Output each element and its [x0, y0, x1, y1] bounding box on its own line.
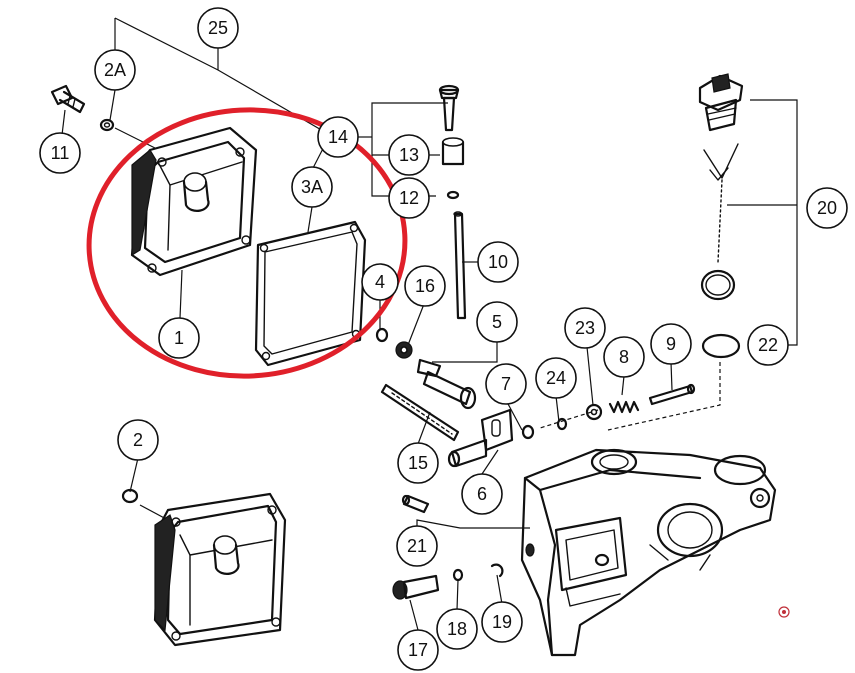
- svg-text:3A: 3A: [301, 177, 323, 197]
- callout-16[interactable]: 16: [404, 265, 446, 307]
- callout-5[interactable]: 5: [476, 301, 518, 343]
- svg-text:25: 25: [208, 18, 228, 38]
- svg-text:22: 22: [758, 335, 778, 355]
- svg-text:11: 11: [51, 143, 70, 163]
- callout-9[interactable]: 9: [650, 323, 692, 365]
- callout-14[interactable]: 14: [317, 116, 359, 158]
- svg-text:1: 1: [174, 328, 184, 348]
- callout-2[interactable]: 2: [117, 419, 159, 461]
- svg-text:19: 19: [492, 612, 512, 632]
- callout-12[interactable]: 12: [388, 177, 430, 219]
- svg-text:8: 8: [619, 347, 629, 367]
- svg-text:12: 12: [399, 188, 419, 208]
- svg-text:24: 24: [546, 368, 566, 388]
- washer-part: [99, 118, 115, 132]
- spring-assembly-part: [556, 383, 696, 431]
- callout-22[interactable]: 22: [747, 324, 789, 366]
- gear-housing-part: [520, 448, 777, 657]
- svg-text:15: 15: [408, 453, 428, 473]
- washer-7-part: [521, 424, 535, 440]
- shaft-part: [416, 358, 477, 410]
- callout-4[interactable]: 4: [361, 263, 399, 301]
- svg-text:17: 17: [408, 640, 428, 660]
- callout-3a[interactable]: 3A: [291, 166, 333, 208]
- gasket-part: [254, 220, 367, 367]
- callout-18[interactable]: 18: [436, 608, 478, 650]
- cover-part-top: [130, 126, 258, 277]
- callout-1[interactable]: 1: [158, 317, 200, 359]
- breather-part: [438, 84, 465, 200]
- callout-10[interactable]: 10: [477, 241, 519, 283]
- callout-2a[interactable]: 2A: [94, 49, 136, 91]
- svg-text:18: 18: [447, 619, 467, 639]
- cover-part-bottom: [121, 488, 287, 647]
- svg-text:16: 16: [415, 276, 435, 296]
- callout-19[interactable]: 19: [481, 601, 523, 643]
- long-rod-part: [380, 383, 460, 442]
- pin-part: [401, 494, 430, 514]
- drain-bolt-part: [392, 563, 504, 600]
- svg-text:9: 9: [666, 334, 676, 354]
- lever-part: [447, 408, 514, 468]
- callout-20[interactable]: 20: [806, 187, 848, 229]
- oring-part: [375, 327, 413, 359]
- svg-text:23: 23: [575, 318, 595, 338]
- callout-21[interactable]: 21: [396, 525, 438, 567]
- leader-lines: [61, 17, 798, 631]
- bolt-part: [50, 84, 86, 114]
- callout-23[interactable]: 23: [564, 307, 606, 349]
- svg-text:20: 20: [817, 198, 837, 218]
- svg-text:10: 10: [488, 252, 508, 272]
- svg-text:14: 14: [328, 127, 348, 147]
- callout-24[interactable]: 24: [535, 357, 577, 399]
- callout-17[interactable]: 17: [397, 629, 439, 671]
- svg-text:21: 21: [407, 536, 427, 556]
- callout-13[interactable]: 13: [388, 134, 430, 176]
- callout-11[interactable]: 11: [39, 132, 81, 174]
- large-oring-part: [701, 333, 741, 359]
- callout-6[interactable]: 6: [461, 473, 503, 515]
- svg-text:2A: 2A: [104, 60, 126, 80]
- red-ellipse-highlight: [86, 107, 408, 379]
- svg-text:13: 13: [399, 145, 419, 165]
- callout-25[interactable]: 25: [197, 7, 239, 49]
- callout-8[interactable]: 8: [603, 336, 645, 378]
- svg-text:5: 5: [492, 312, 502, 332]
- svg-text:2: 2: [133, 430, 143, 450]
- svg-text:4: 4: [375, 272, 385, 292]
- svg-text:7: 7: [501, 374, 511, 394]
- callout-15[interactable]: 15: [397, 442, 439, 484]
- callout-7[interactable]: 7: [485, 363, 527, 405]
- rod-part: [453, 211, 467, 320]
- small-circular-logo-icon: [778, 606, 790, 618]
- dipstick-part: [698, 73, 744, 301]
- svg-text:6: 6: [477, 484, 487, 504]
